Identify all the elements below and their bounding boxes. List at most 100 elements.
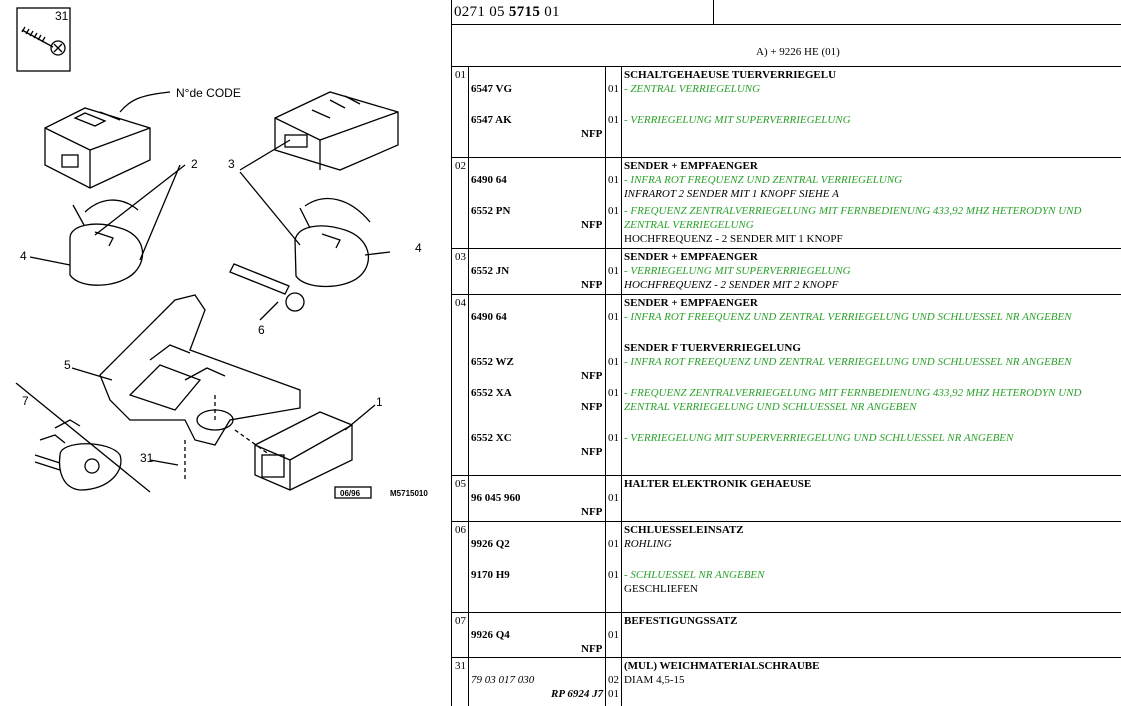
part-suffix: 01 [544, 4, 560, 20]
group-title: SCHALTGEHAEUSE TUERVERRIEGELU [624, 69, 837, 81]
part-ref-alt: RP 6924 J7 [551, 688, 604, 700]
part-qty: 01 [608, 569, 619, 581]
nfp-flag: NFP [581, 401, 603, 413]
part-ref: 6552 XC [471, 432, 512, 444]
part-qty: 01 [608, 538, 619, 550]
part-bold: 5715 [508, 4, 541, 20]
part-ref: 6552 WZ [471, 356, 514, 368]
group-title: BEFESTIGUNGSSATZ [624, 615, 738, 627]
part-ref: 6547 AK [471, 114, 512, 126]
nfp-flag: NFP [581, 446, 603, 458]
screw-callout-box [16, 7, 71, 72]
date-label: 06/96 [340, 489, 361, 498]
label-31: 31 [140, 451, 154, 465]
part-ref: 6552 JN [471, 265, 510, 277]
screw-icon [21, 26, 66, 56]
sub-title: SENDER F TUERVERRIEGELUNG [624, 342, 801, 354]
part-desc: - ZENTRAL VERRIEGELUNG [624, 83, 761, 95]
part-qty: 01 [608, 265, 619, 277]
label-6: 6 [258, 323, 265, 337]
label-2: 2 [191, 157, 198, 171]
part-desc: - FREQUENZ ZENTRALVERRIEGELUNG MIT FERNB… [624, 387, 1082, 399]
part-qty: 01 [608, 174, 619, 186]
group-number: 01 [455, 69, 466, 81]
part-note: GESCHLIEFEN [624, 583, 698, 595]
remote-transmitter-left-icon [69, 199, 144, 286]
rule [451, 521, 1121, 522]
part-ref: 6490 64 [471, 174, 507, 186]
part-qty: 01 [608, 387, 619, 399]
part-desc: - VERRIEGELUNG MIT SUPERVERRIEGELUNG [624, 114, 851, 126]
part-qty: 01 [608, 114, 619, 126]
part-note: HOCHFREQUENZ - 2 SENDER MIT 1 KNOPF [624, 233, 843, 245]
leader-2b [94, 164, 186, 236]
part-ref: 9926 Q2 [471, 538, 510, 550]
part-note: INFRAROT 2 SENDER MIT 1 KNOPF SIEHE A [624, 188, 839, 200]
part-note: ROHLING [624, 538, 672, 550]
rule [451, 248, 1121, 249]
electronic-box-icon [254, 411, 353, 491]
key-blade-icon [229, 263, 305, 312]
part-desc: - INFRA ROT FREQUENZ UND ZENTRAL VERRIEG… [624, 174, 903, 186]
part-qty: 01 [608, 356, 619, 368]
date-box [334, 486, 372, 499]
variant-label: A) + 9226 HE (01) [756, 46, 840, 58]
part-desc-cont: ZENTRAL VERRIEGELUNG [624, 219, 754, 231]
label-5: 5 [64, 358, 71, 372]
part-ref: 6490 64 [471, 311, 507, 323]
col-divider-2 [605, 66, 606, 706]
part-ref: 9170 H9 [471, 569, 510, 581]
part-qty: 02 [608, 674, 619, 686]
table-left-border [451, 0, 452, 706]
code-label-leader [119, 91, 171, 113]
part-qty-alt: 01 [608, 688, 619, 700]
part-ref: 79 03 017 030 [471, 674, 535, 686]
leader-2a [139, 164, 181, 261]
group-number: 07 [455, 615, 466, 627]
nfp-flag: NFP [581, 279, 603, 291]
nfp-flag: NFP [581, 128, 603, 140]
header-divider [713, 0, 714, 24]
part-prefix: 0271 05 [454, 4, 505, 20]
part-note: HOCHFREQUENZ - 2 SENDER MIT 2 KNOPF [624, 279, 839, 291]
group-title: SCHLUESSELEINSATZ [624, 524, 744, 536]
nfp-flag: NFP [581, 219, 603, 231]
part-desc: - INFRA ROT FREEQUENZ UND ZENTRAL VERRIE… [624, 356, 1072, 368]
diagram-ref: M5715010 [390, 489, 428, 498]
group-title: SENDER + EMPFAENGER [624, 297, 758, 309]
label-4-right: 4 [415, 241, 422, 255]
group-number: 05 [455, 478, 466, 490]
group-number: 04 [455, 297, 466, 309]
rule [451, 657, 1121, 658]
rule [451, 612, 1121, 613]
group-title: (MUL) WEICHMATERIALSCHRAUBE [624, 660, 820, 672]
part-qty: 01 [608, 205, 619, 217]
group-number: 02 [455, 160, 466, 172]
label-1: 1 [376, 395, 383, 409]
part-ref: 6547 VG [471, 83, 513, 95]
part-qty: 01 [608, 432, 619, 444]
group-number: 06 [455, 524, 466, 536]
part-qty: 01 [608, 492, 619, 504]
parts-diagram: 31 N°de CODE 2 3 4 4 6 5 1 7 31 06/96 M5… [0, 0, 451, 706]
nfp-flag: NFP [581, 506, 603, 518]
screw-callout-number: 31 [55, 9, 69, 23]
group-number: 31 [455, 660, 466, 672]
part-desc: - SCHLUESSEL NR ANGEBEN [624, 569, 765, 581]
receiver-module-icon [274, 91, 399, 171]
label-3: 3 [228, 157, 235, 171]
part-desc: - VERRIEGELUNG MIT SUPERVERRIEGELUNG [624, 265, 851, 277]
col-divider-1 [468, 66, 469, 706]
rule [451, 157, 1121, 158]
part-desc: - VERRIEGELUNG MIT SUPERVERRIEGELUNG UND… [624, 432, 1014, 444]
col-divider-3 [621, 66, 622, 706]
group-number: 03 [455, 251, 466, 263]
rule [451, 294, 1121, 295]
part-desc-cont: ZENTRAL VERRIEGELUNG UND SCHLUESSEL NR A… [624, 401, 917, 413]
fixing-kit-icon [34, 419, 122, 491]
parts-table: 0271 05 5715 01 A) + 9226 HE (01) 01 02 … [451, 0, 1121, 706]
remote-transmitter-right-icon [294, 198, 371, 288]
label-7: 7 [22, 394, 29, 408]
rule [451, 475, 1121, 476]
group-title: HALTER ELEKTRONIK GEHAEUSE [624, 478, 812, 490]
